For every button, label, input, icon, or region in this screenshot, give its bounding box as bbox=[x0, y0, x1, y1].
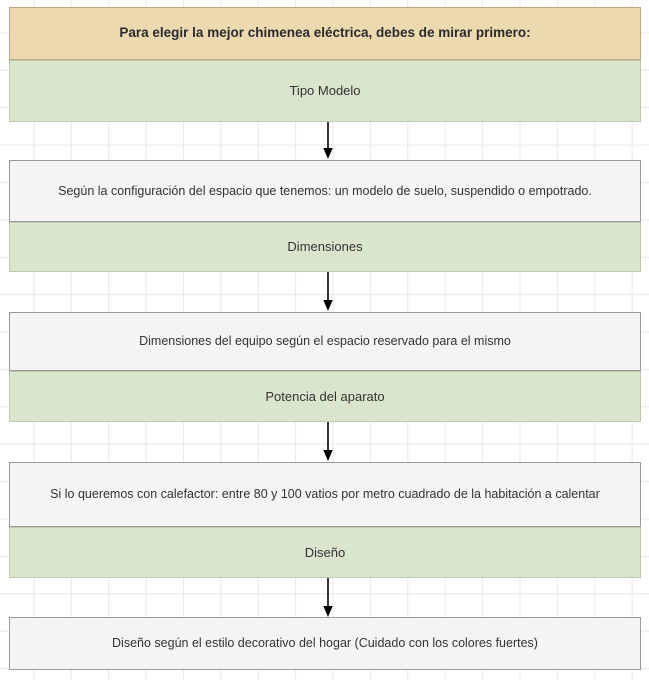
detail-box-diseno: Diseño según el estilo decorativo del ho… bbox=[9, 617, 641, 670]
detail-box-tipo-modelo: Según la configuración del espacio que t… bbox=[9, 160, 641, 222]
detail-text: Si lo queremos con calefactor: entre 80 … bbox=[50, 487, 600, 502]
detail-text: Dimensiones del equipo según el espacio … bbox=[139, 334, 511, 349]
flowchart-title-box: Para elegir la mejor chimenea eléctrica,… bbox=[9, 7, 641, 60]
arrow-down-2 bbox=[321, 272, 335, 312]
category-label: Potencia del aparato bbox=[265, 388, 385, 404]
category-box-tipo-modelo: Tipo Modelo bbox=[9, 60, 641, 122]
arrow-down-1 bbox=[321, 122, 335, 160]
category-box-dimensiones: Dimensiones bbox=[9, 222, 641, 272]
category-label: Dimensiones bbox=[287, 239, 363, 255]
detail-text: Según la configuración del espacio que t… bbox=[58, 183, 592, 198]
category-label: Diseño bbox=[304, 544, 346, 560]
arrow-down-3 bbox=[321, 422, 335, 462]
detail-text: Diseño según el estilo decorativo del ho… bbox=[112, 636, 538, 651]
category-box-diseno: Diseño bbox=[9, 527, 641, 578]
detail-box-dimensiones: Dimensiones del equipo según el espacio … bbox=[9, 312, 641, 371]
detail-box-potencia: Si lo queremos con calefactor: entre 80 … bbox=[9, 462, 641, 527]
category-label: Tipo Modelo bbox=[289, 83, 361, 99]
arrow-down-4 bbox=[321, 578, 335, 618]
category-box-potencia: Potencia del aparato bbox=[9, 371, 641, 422]
flowchart-title-text: Para elegir la mejor chimenea eléctrica,… bbox=[119, 25, 531, 41]
